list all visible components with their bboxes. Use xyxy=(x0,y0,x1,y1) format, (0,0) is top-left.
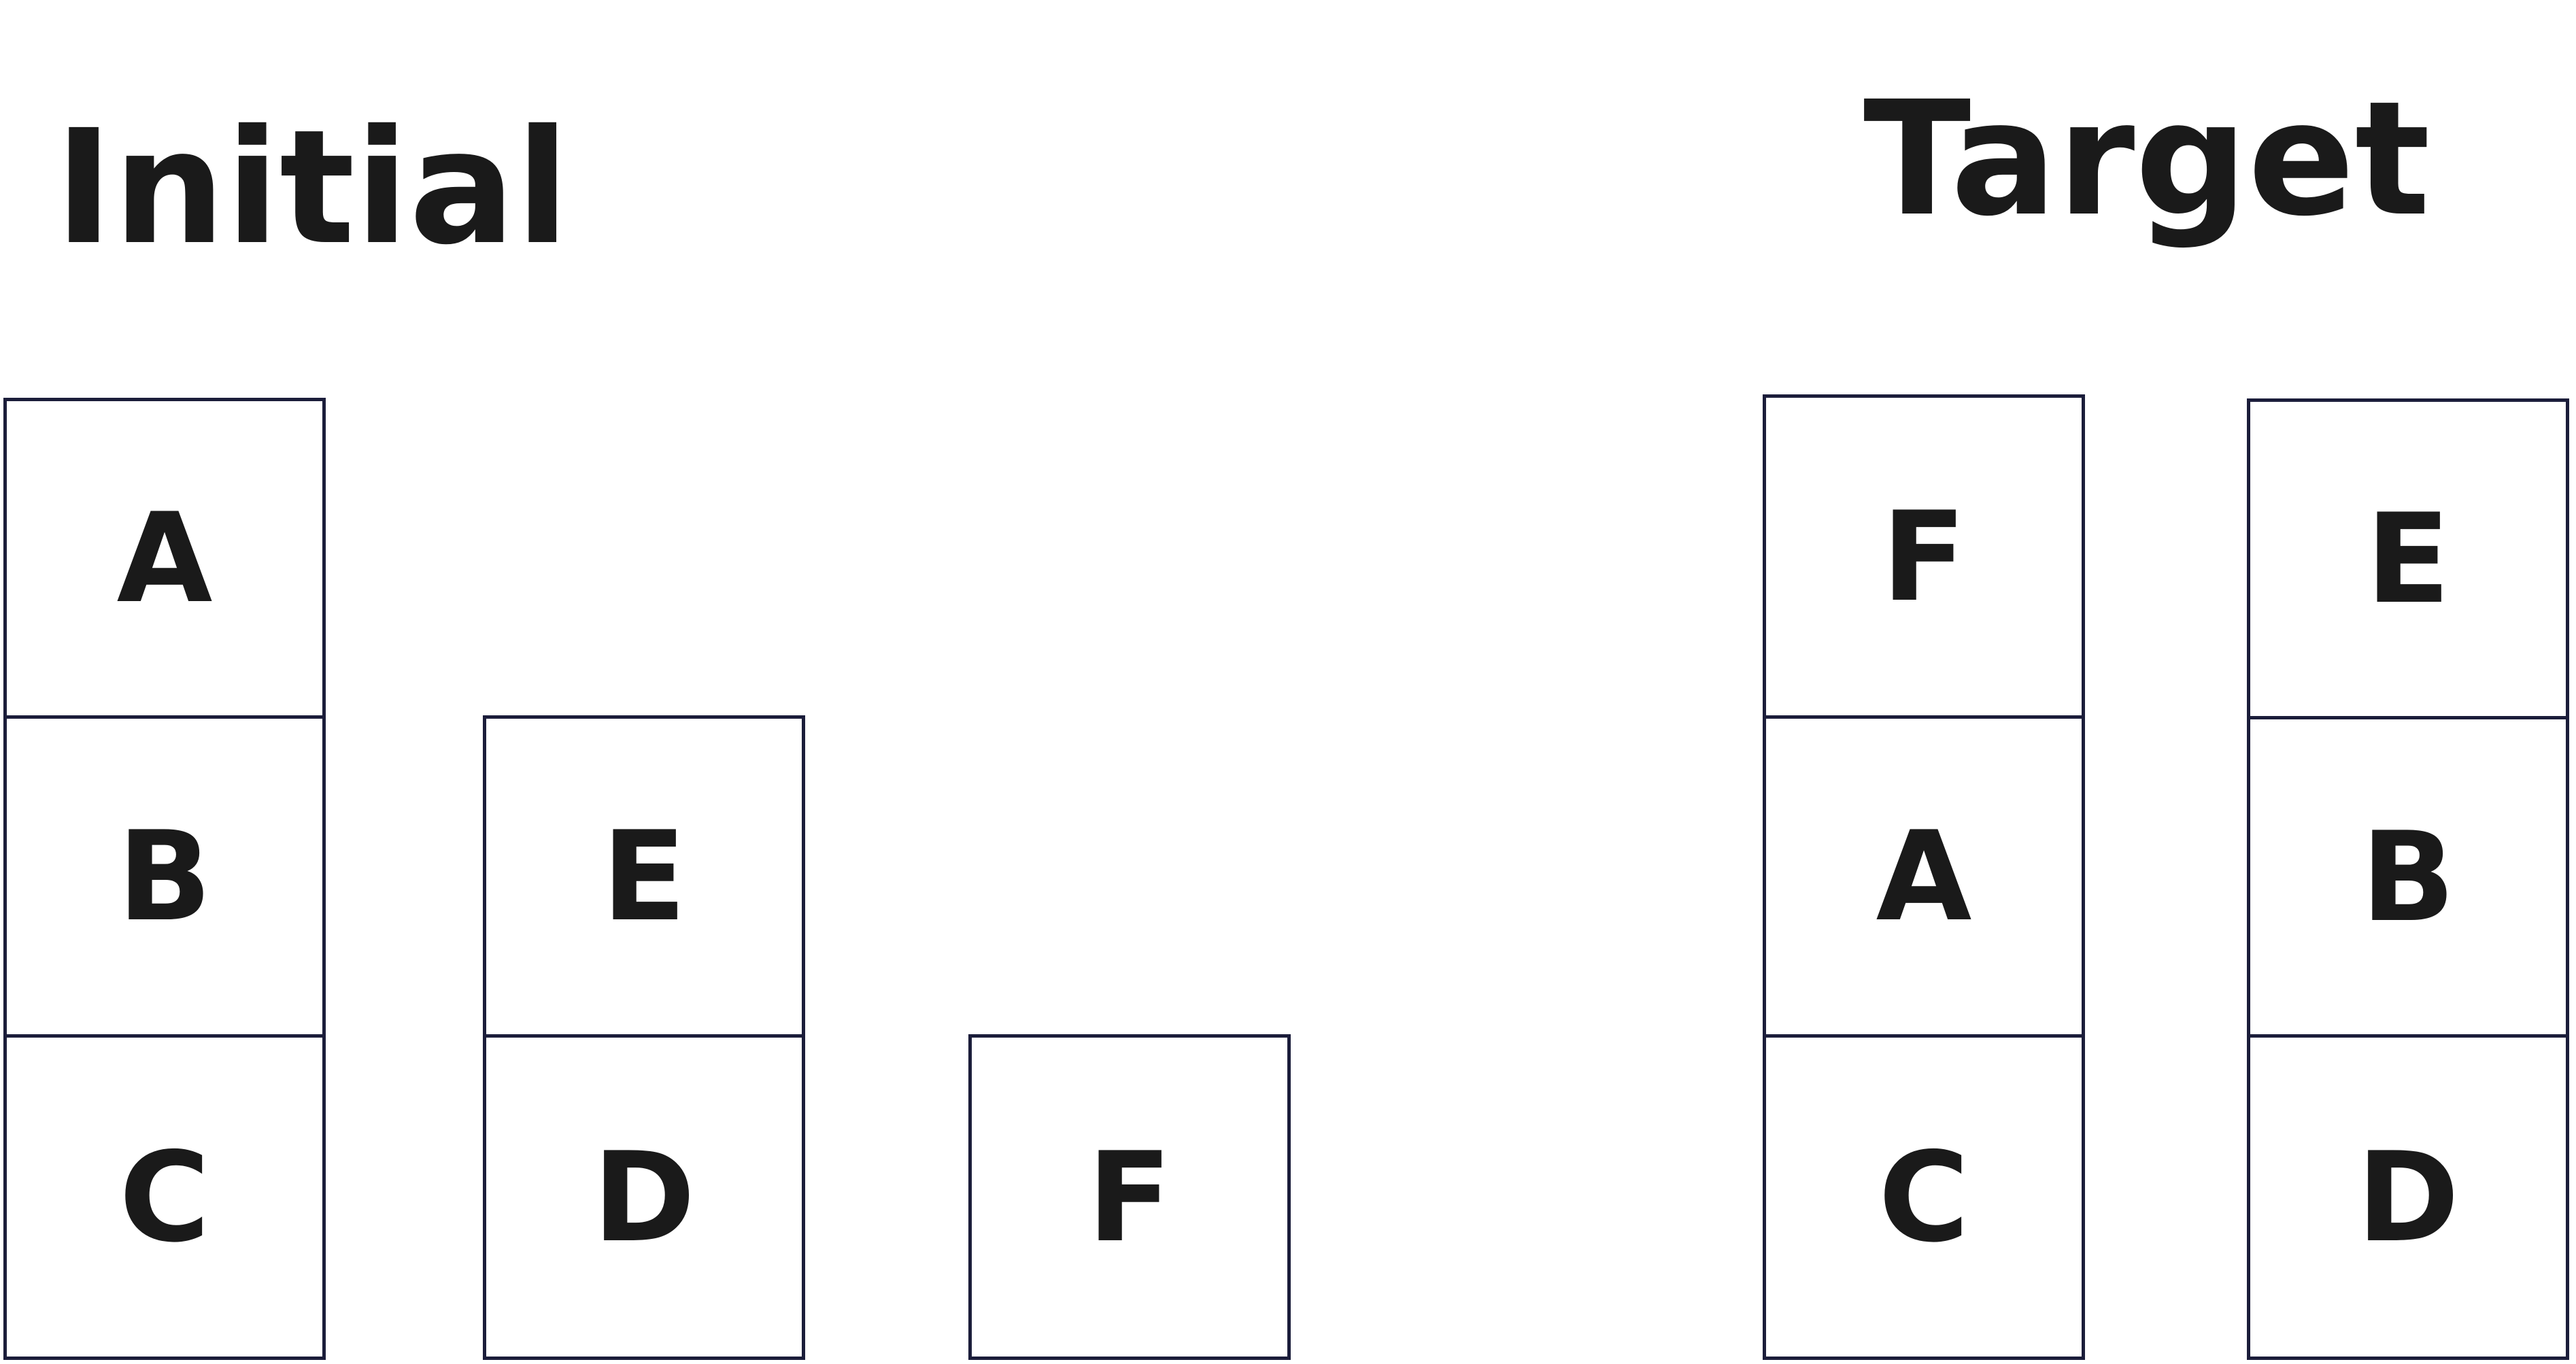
block-e: E xyxy=(483,715,805,1038)
block-label: A xyxy=(1876,804,1972,949)
block-b: B xyxy=(3,715,326,1038)
block-label: F xyxy=(1881,484,1967,629)
block-d: D xyxy=(483,1034,805,1360)
block-label: E xyxy=(601,804,687,949)
block-label: C xyxy=(119,1125,210,1269)
block-label: E xyxy=(2365,487,2451,631)
block-label: C xyxy=(1878,1125,1969,1269)
block-label: B xyxy=(117,804,212,949)
block-d: D xyxy=(2247,1034,2569,1360)
block-label: A xyxy=(116,486,213,630)
block-b: B xyxy=(2247,716,2569,1038)
block-f: F xyxy=(968,1034,1291,1360)
block-label: D xyxy=(592,1125,696,1269)
target-title: Target xyxy=(1863,67,2430,251)
initial-title: Initial xyxy=(54,96,570,279)
block-e: E xyxy=(2247,398,2569,719)
block-label: D xyxy=(2356,1125,2460,1269)
block-label: B xyxy=(2360,804,2456,949)
block-f: F xyxy=(1763,394,2085,719)
block-c: C xyxy=(3,1034,326,1360)
block-label: F xyxy=(1087,1125,1172,1269)
block-a: A xyxy=(1763,715,2085,1038)
block-c: C xyxy=(1763,1034,2085,1360)
block-a: A xyxy=(3,398,326,719)
